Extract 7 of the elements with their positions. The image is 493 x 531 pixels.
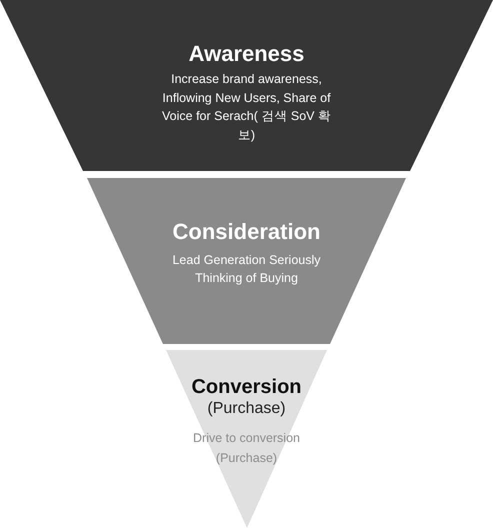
stage-title: Awareness (188, 40, 306, 68)
stage-description: Drive to conversion (Purchase) (192, 430, 301, 467)
stage-description: Lead Generation Seriously Thinking of Buying (171, 252, 322, 287)
stage-description: Increase brand awareness, Inflowing New Users, Share of Voice for Serach( 검색 SoV 확보) (162, 71, 332, 144)
stage-title: Conversion (190, 375, 303, 400)
stage-title: Consideration (172, 218, 322, 246)
stage-subtitle: (Purchase) (206, 399, 287, 419)
